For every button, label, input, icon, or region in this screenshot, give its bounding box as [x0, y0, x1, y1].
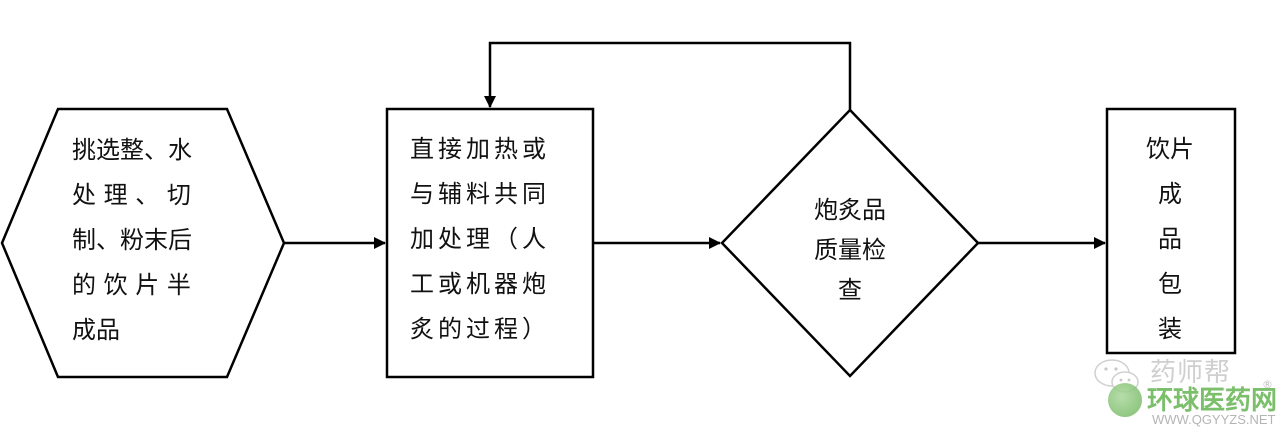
- edge-feedback-loop: [484, 41, 852, 110]
- text-line: 成品: [72, 316, 120, 344]
- text-line: 挑选整、水: [72, 136, 192, 164]
- node-semi-finished-label: 挑选整、水 处 理 、 切 制、粉末后 的 饮 片 半 成品: [72, 128, 222, 353]
- node-quality-check-shape: [720, 108, 980, 378]
- watermark-account-name: 药师帮: [1150, 358, 1232, 388]
- text-line: 品: [1158, 225, 1182, 253]
- text-line: 装: [1158, 315, 1182, 343]
- node-processing-label: 直接加热或 与辅料共同 加处理（人 工或机器炮 炙的过程）: [410, 127, 580, 352]
- text-line: 直接加热或: [410, 135, 550, 163]
- node-processing-shape: [385, 107, 595, 379]
- node-semi-finished-shape: [0, 107, 286, 379]
- watermark-url: WWW.QGYYZS.NET: [1152, 412, 1276, 427]
- text-line: 的 饮 片 半: [72, 271, 191, 299]
- text-line: 包: [1158, 270, 1182, 298]
- text-line: 饮片: [1146, 135, 1194, 163]
- text-line: 质量检: [814, 236, 886, 264]
- text-line: 处 理 、 切: [72, 181, 191, 209]
- text-line: 与辅料共同: [410, 180, 550, 208]
- text-line: 制、粉末后: [72, 226, 192, 254]
- text-line: 炙的过程）: [410, 315, 550, 343]
- node-packaging-label: 饮片 成 品 包 装: [1130, 127, 1210, 352]
- node-packaging-shape: [1105, 107, 1237, 355]
- registered-mark: ®: [1262, 378, 1273, 391]
- globe-logo-icon: [1108, 383, 1142, 417]
- node-quality-check-label: 炮炙品 质量检 查: [795, 190, 905, 310]
- text-line: 加处理（人: [410, 225, 550, 253]
- text-line: 成: [1158, 180, 1182, 208]
- text-line: 工或机器炮: [410, 270, 550, 298]
- text-line: 炮炙品: [814, 196, 886, 224]
- watermark-brand: 环球医药网: [1147, 386, 1278, 416]
- text-line: 查: [838, 276, 862, 304]
